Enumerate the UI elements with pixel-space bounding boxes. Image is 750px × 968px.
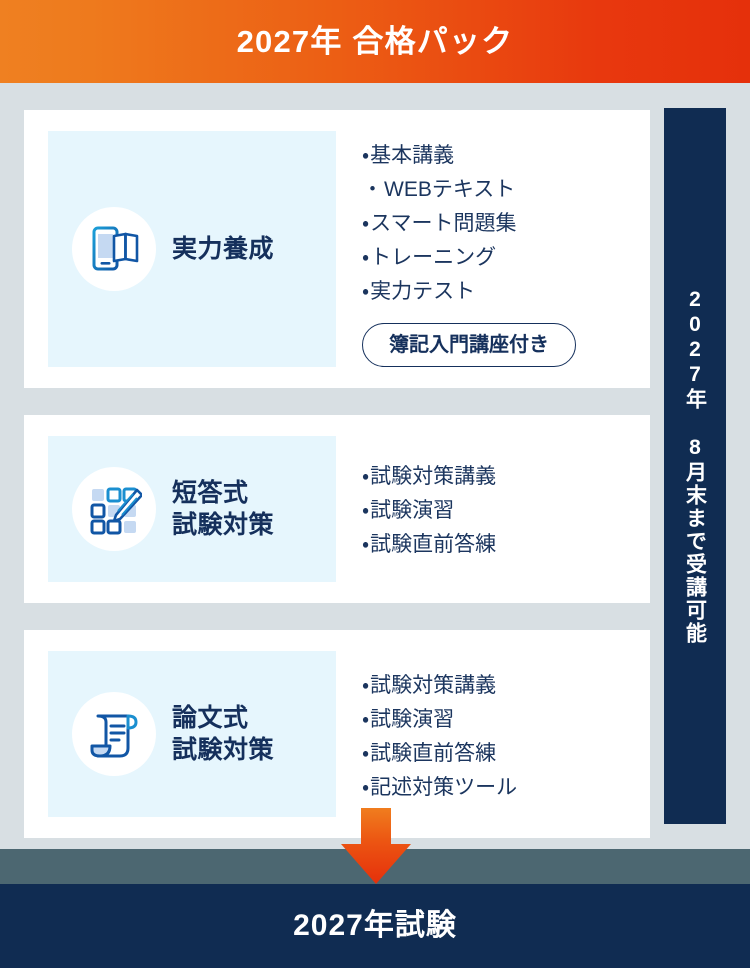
list-item: ・基本講義	[362, 139, 650, 173]
feature-label: WEBテキスト	[384, 178, 516, 202]
card-title: 実力養成	[172, 235, 275, 263]
icon-panel: 短答式 試験対策	[48, 436, 336, 583]
list-item: ・試験演習	[362, 494, 650, 528]
feature-label: 実力テスト	[370, 280, 476, 304]
status-badge: 簿記入門講座付き	[362, 323, 576, 368]
card-content: ・試験対策講義 ・試験演習 ・試験直前答練 ・記述対策ツール	[336, 651, 650, 805]
icon-panel: 実力養成	[48, 131, 336, 367]
feature-list: ・試験対策講義 ・試験演習 ・試験直前答練 ・記述対策ツール	[362, 669, 650, 805]
feature-label: トレーニング	[370, 246, 497, 270]
feature-label: 試験対策講義	[370, 465, 497, 489]
feature-label: 基本講義	[370, 144, 455, 167]
list-item: ・実力テスト	[362, 275, 650, 309]
list-item: ・記述対策ツール	[362, 771, 650, 805]
bullet-icon: ・	[362, 212, 370, 236]
feature-label: 試験演習	[370, 708, 455, 732]
list-item: ・試験直前答練	[362, 528, 650, 562]
footer-banner: 2027年試験	[0, 884, 750, 968]
smartphone-book-icon	[72, 207, 156, 291]
feature-label: 試験直前答練	[370, 533, 497, 557]
bullet-icon: ・	[362, 742, 370, 766]
header-banner: 2027年 合格パック	[0, 0, 750, 83]
bullet-icon: ・	[362, 144, 370, 167]
page-title: 2027年 合格パック	[236, 24, 514, 59]
list-item: ・試験対策講義	[362, 669, 650, 703]
bullet-icon: ・	[362, 246, 370, 270]
card-title: 論文式 試験対策	[172, 702, 274, 766]
bullet-icon: ・	[362, 533, 370, 557]
feature-label: 記述対策ツール	[370, 776, 518, 800]
list-item: ・WEBテキスト	[362, 173, 650, 207]
down-arrow-icon	[336, 806, 416, 886]
bullet-icon: ・	[362, 465, 370, 489]
card-title-line2: 試験対策	[172, 736, 275, 765]
bullet-icon: ・	[362, 499, 370, 523]
card-content: ・試験対策講義 ・試験演習 ・試験直前答練	[336, 436, 650, 562]
course-card-tantoshiki[interactable]: 短答式 試験対策 ・試験対策講義 ・試験演習 ・試験直前答練	[24, 415, 650, 604]
bullet-icon: ・	[362, 178, 383, 202]
course-card-list: 実力養成 ・基本講義 ・WEBテキスト ・スマート問題集 ・トレーニング ・実力…	[24, 110, 650, 839]
card-title-line2: 試験対策	[172, 511, 275, 540]
card-title: 短答式 試験対策	[172, 477, 274, 541]
footer-label: 2027年試験	[293, 909, 457, 942]
course-card-ronbunshiki[interactable]: 論文式 試験対策 ・試験対策講義 ・試験演習 ・試験直前答練 ・記述対策ツール	[24, 630, 650, 839]
enrollment-period-banner: 2027年 8月末まで受講可能	[664, 108, 726, 824]
bullet-icon: ・	[362, 708, 370, 732]
feature-list: ・試験対策講義 ・試験演習 ・試験直前答練	[362, 460, 650, 562]
icon-panel: 論文式 試験対策	[48, 651, 336, 818]
list-item: ・試験直前答練	[362, 737, 650, 771]
body-area: 実力養成 ・基本講義 ・WEBテキスト ・スマート問題集 ・トレーニング ・実力…	[0, 83, 750, 849]
list-item: ・試験対策講義	[362, 460, 650, 494]
card-title-line1: 短答式	[172, 479, 249, 508]
list-item: ・スマート問題集	[362, 207, 650, 241]
bullet-icon: ・	[362, 674, 370, 698]
checklist-pencil-icon	[72, 467, 156, 552]
enrollment-period-label: 2027年 8月末まで受講可能	[683, 287, 707, 645]
list-item: ・試験演習	[362, 703, 650, 737]
feature-label: 試験演習	[370, 499, 455, 523]
bullet-icon: ・	[362, 280, 370, 304]
feature-label: 試験対策講義	[370, 674, 497, 698]
bullet-icon: ・	[362, 776, 370, 800]
card-title-line1: 論文式	[172, 704, 249, 733]
list-item: ・トレーニング	[362, 241, 650, 275]
feature-label: スマート問題集	[370, 212, 517, 236]
feature-label: 試験直前答練	[370, 742, 497, 766]
scroll-document-icon	[72, 692, 156, 777]
card-content: ・基本講義 ・WEBテキスト ・スマート問題集 ・トレーニング ・実力テスト 簿…	[336, 131, 650, 368]
feature-list: ・基本講義 ・WEBテキスト ・スマート問題集 ・トレーニング ・実力テスト	[362, 139, 650, 309]
course-card-jitsuryoku[interactable]: 実力養成 ・基本講義 ・WEBテキスト ・スマート問題集 ・トレーニング ・実力…	[24, 110, 650, 389]
